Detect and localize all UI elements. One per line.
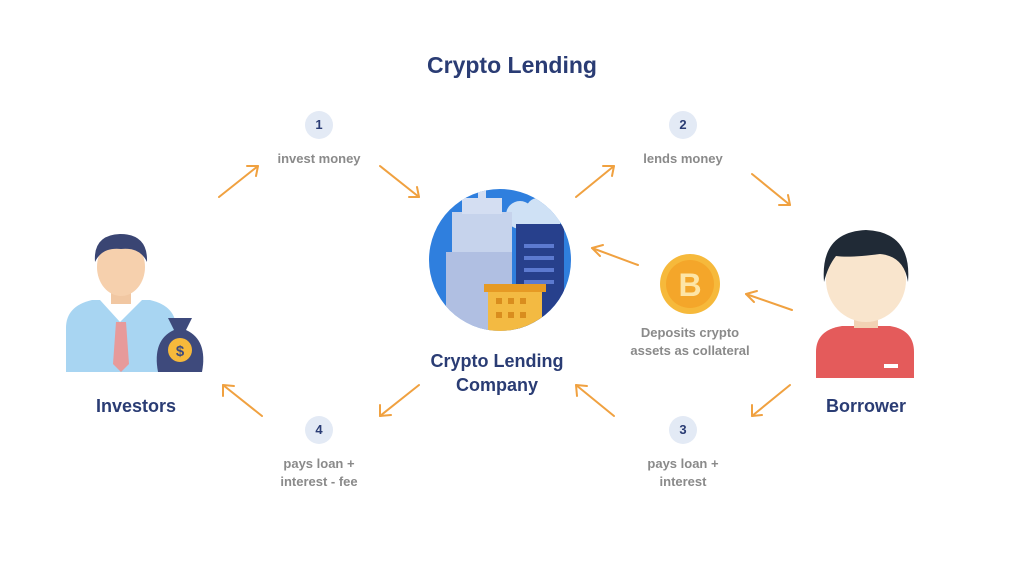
arrow-company-to-step2: [575, 165, 615, 198]
arrows: [218, 165, 793, 417]
step-4-line2: interest - fee: [280, 474, 358, 489]
arrow-investors-to-step1: [218, 165, 259, 198]
investor-icon: [66, 234, 176, 372]
arrow-coin-to-company: [591, 244, 639, 266]
step-2-label: lends money: [603, 150, 763, 168]
svg-text:B: B: [678, 267, 701, 303]
collateral-label: Deposits crypto assets as collateral: [600, 324, 780, 360]
company-building-icon: [429, 189, 571, 331]
borrower-icon: [816, 230, 914, 378]
svg-text:$: $: [176, 343, 185, 360]
borrower-label: Borrower: [825, 396, 906, 416]
step-4-label: pays loan + interest - fee: [239, 455, 399, 491]
step-3-label: pays loan + interest: [603, 455, 763, 491]
step-2-line1: lends money: [643, 151, 723, 166]
step-4-badge: 4: [305, 416, 333, 444]
bitcoin-coin-icon: B: [660, 254, 720, 314]
step-3-badge: 3: [669, 416, 697, 444]
step-3-line1: pays loan +: [647, 456, 719, 471]
investors-label: Investors: [95, 396, 177, 416]
company-label-line1: Crypto Lending: [430, 351, 564, 371]
step-2-badge: 2: [669, 111, 697, 139]
step-1-line1: invest money: [277, 151, 361, 166]
arrow-step4-to-investors: [222, 384, 263, 417]
arrow-step3-to-company: [575, 384, 615, 417]
step-4-line1: pays loan +: [283, 456, 355, 471]
money-bag-icon: $: [156, 318, 204, 372]
step-1-badge: 1: [305, 111, 333, 139]
collateral-line1: Deposits crypto: [640, 325, 740, 340]
company-label-line2: Company: [455, 375, 538, 395]
diagram-title: Crypto Lending: [427, 52, 597, 78]
arrow-borrower-to-step3: [751, 384, 791, 417]
company-label: Crypto Lending Company: [397, 349, 597, 397]
arrow-company-to-step4: [379, 384, 420, 417]
step-1-label: invest money: [239, 150, 399, 168]
step-3-line2: interest: [659, 474, 707, 489]
arrow-step2-to-borrower: [751, 173, 791, 206]
arrow-step1-to-company: [379, 165, 420, 198]
arrow-borrower-to-coin: [745, 290, 793, 311]
collateral-line2: assets as collateral: [630, 343, 750, 358]
